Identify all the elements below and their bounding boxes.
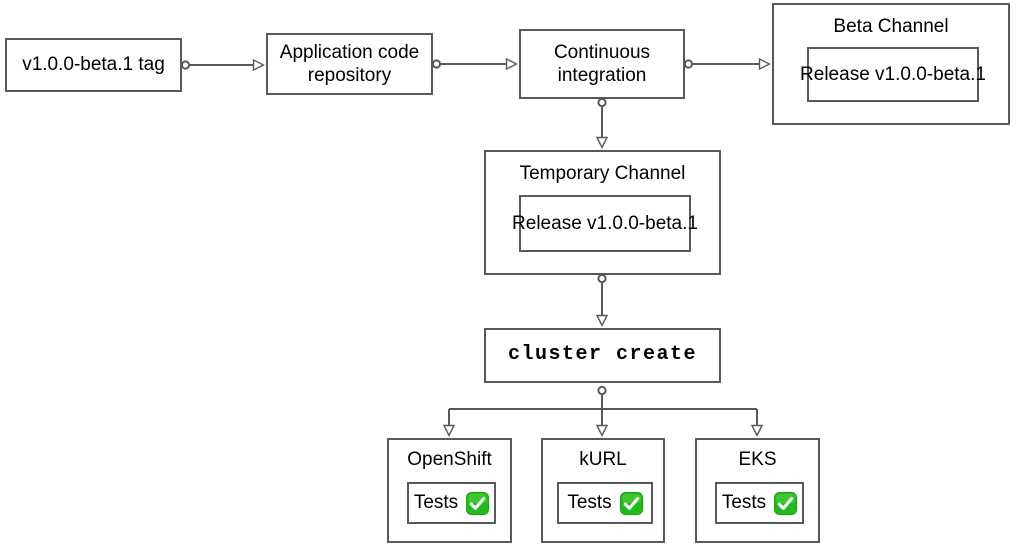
edge-source-dot — [180, 60, 191, 70]
group-temporary-channel-title: Temporary Channel — [519, 163, 686, 184]
group-eks-tests-label: Tests — [721, 492, 767, 513]
edge-source-dot — [683, 59, 694, 69]
group-eks[interactable]: EKS Tests — [695, 438, 820, 543]
edge-source-dot — [431, 59, 442, 69]
green-check-mark-icon — [619, 491, 643, 515]
edge-source-dot — [597, 385, 607, 396]
group-kurl[interactable]: kURL Tests — [541, 438, 665, 543]
group-eks-tests[interactable]: Tests — [715, 482, 804, 524]
group-kurl-title: kURL — [579, 449, 627, 470]
edge-source-dot — [597, 97, 607, 108]
group-eks-title: EKS — [738, 449, 777, 470]
node-cluster-create[interactable]: cluster create — [484, 328, 721, 383]
node-cluster-create-label: cluster create — [507, 343, 698, 367]
node-tag[interactable]: v1.0.0-beta.1 tag — [5, 38, 182, 92]
group-temporary-channel-release-label: Release v1.0.0-beta.1 — [512, 212, 698, 234]
group-kurl-tests-label: Tests — [567, 492, 612, 513]
group-openshift-tests-label: Tests — [413, 492, 459, 513]
group-kurl-tests[interactable]: Tests — [557, 482, 653, 524]
group-beta-channel[interactable]: Beta Channel Release v1.0.0-beta.1 — [772, 3, 1010, 125]
group-temporary-channel-release[interactable]: Release v1.0.0-beta.1 — [512, 195, 698, 252]
edge-source-dot — [597, 273, 607, 284]
group-openshift-title: OpenShift — [407, 449, 492, 470]
group-temporary-channel[interactable]: Temporary Channel Release v1.0.0-beta.1 — [484, 150, 721, 275]
group-beta-channel-release-label: Release v1.0.0-beta.1 — [800, 63, 986, 85]
green-check-mark-icon — [466, 491, 490, 515]
group-beta-channel-title: Beta Channel — [833, 16, 949, 37]
group-beta-channel-release[interactable]: Release v1.0.0-beta.1 — [800, 47, 986, 102]
node-tag-label: v1.0.0-beta.1 tag — [22, 54, 165, 76]
green-check-mark-icon — [774, 491, 798, 515]
group-openshift-tests[interactable]: Tests — [407, 482, 496, 524]
group-openshift[interactable]: OpenShift Tests — [387, 438, 512, 543]
